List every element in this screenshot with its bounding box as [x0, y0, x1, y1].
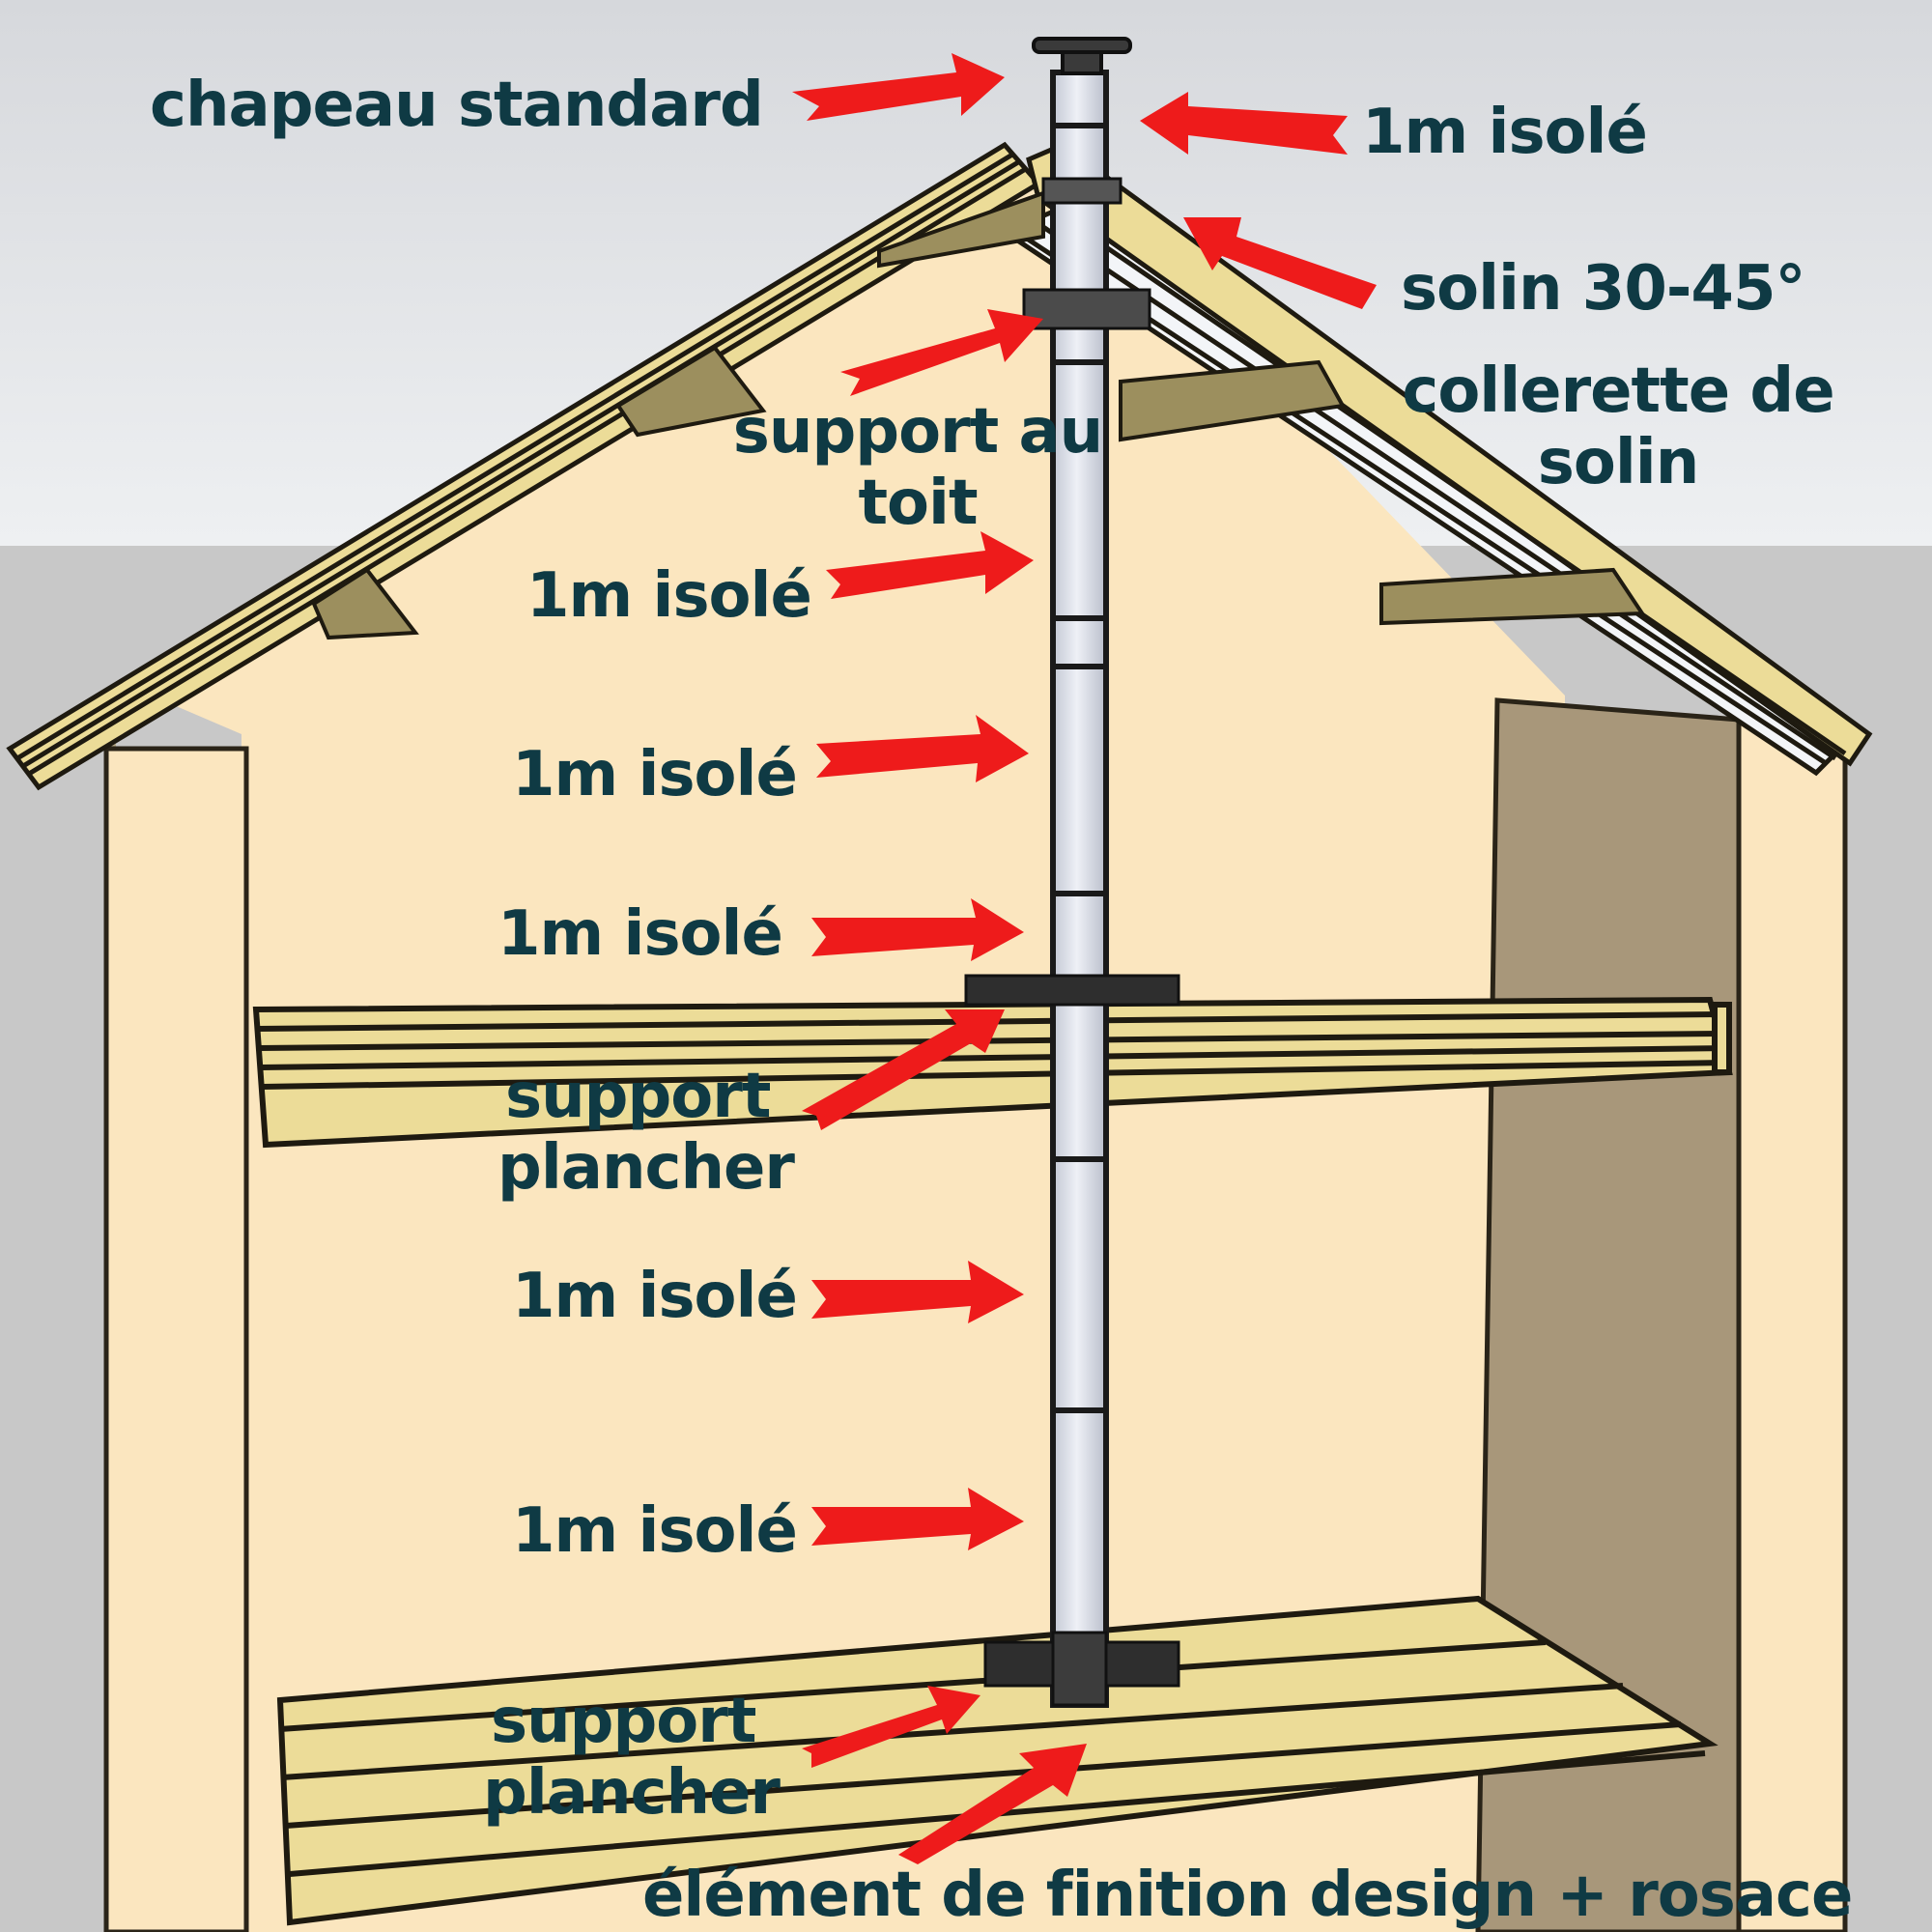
arrow-upper-support [802, 1009, 1005, 1130]
house-structure [6, 141, 1873, 1932]
ridge-beam [877, 190, 1045, 269]
label-roof-support-line2: toit [858, 468, 978, 539]
purlin-right-upper [1119, 359, 1347, 442]
arrow-roof-support [840, 309, 1043, 396]
label-pipe-4: 1m isolé [512, 1261, 798, 1332]
label-pipe-3: 1m isolé [497, 898, 783, 970]
label-finishing-element: élément de finition design + rosace [642, 1860, 1853, 1931]
label-upper-floor-support: support plancher [497, 1061, 795, 1204]
purlin-right-lower [1379, 567, 1646, 626]
purlin-left-lower [311, 567, 419, 640]
label-pipe-2: 1m isolé [512, 739, 798, 810]
arrow-top-pipe [1140, 92, 1348, 155]
label-pipe-1: 1m isolé [526, 560, 812, 632]
arrow-pipe-2 [816, 715, 1029, 782]
upper-floor-support [964, 974, 1180, 1007]
lower-floor [276, 1595, 1719, 1926]
roof-support [1022, 288, 1151, 330]
finishing-element [1051, 1631, 1108, 1707]
label-lower-floor-support-line1: support [491, 1686, 756, 1757]
label-upper-floor-support-line2: plancher [497, 1132, 795, 1204]
arrow-lower-support [802, 1686, 980, 1768]
label-top-pipe: 1m isolé [1362, 97, 1648, 168]
label-lower-floor-support-line2: plancher [483, 1757, 781, 1829]
roof-right [999, 142, 1873, 777]
label-flashing-collar-line2: solin [1537, 427, 1700, 498]
chimney-cap [1032, 37, 1132, 75]
arrow-pipe-3 [811, 898, 1024, 961]
right-pillar [1736, 717, 1848, 1932]
arrow-finishing [898, 1744, 1087, 1864]
arrow-pipe-5 [811, 1488, 1024, 1550]
left-pillar [103, 746, 249, 1932]
arrow-pipe-1 [826, 531, 1034, 599]
label-roof-support-line1: support au [732, 396, 1103, 468]
arrow-pipe-4 [811, 1261, 1024, 1323]
arrow-flashing [1183, 217, 1377, 309]
arrow-cap [792, 53, 1005, 121]
arrows [792, 53, 1377, 1864]
label-pipe-5: 1m isolé [512, 1495, 798, 1567]
purlin-left-upper [615, 345, 767, 438]
label-upper-floor-support-line1: support [505, 1061, 771, 1132]
label-chapeau-standard: chapeau standard [150, 70, 764, 141]
label-roof-support: support au toit [724, 396, 1111, 539]
label-flashing: solin 30-45° [1401, 253, 1805, 325]
label-flashing-collar-line1: collerette de [1402, 355, 1834, 427]
flashing [1041, 177, 1122, 205]
label-lower-floor-support: support plancher [483, 1686, 781, 1829]
label-flashing-collar: collerette de solin [1391, 355, 1845, 498]
